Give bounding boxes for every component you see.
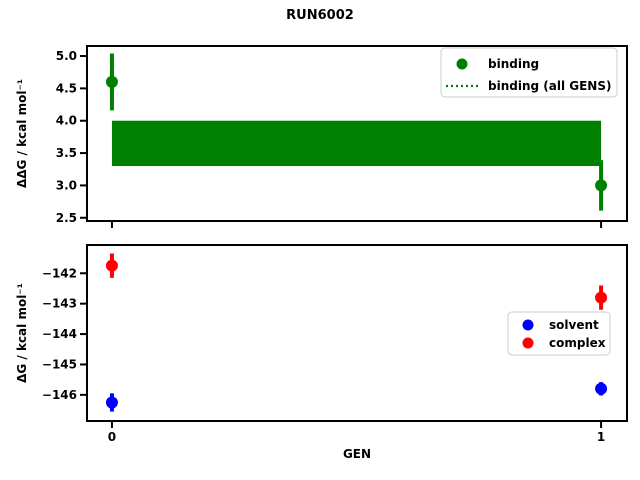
binding-marker [595, 179, 608, 192]
figure-title: RUN6002 [286, 8, 354, 23]
axes-frame [86, 244, 628, 422]
legend-marker-icon [522, 319, 534, 331]
y-tick-label: −143 [42, 297, 77, 311]
x-tick-label: 0 [108, 430, 116, 444]
y-tick-label: −146 [42, 388, 77, 402]
y-tick-label: 3.0 [56, 178, 77, 192]
legend-marker-icon [522, 337, 534, 349]
binding-marker [105, 75, 118, 88]
legend-label: binding [488, 57, 539, 71]
y-tick-label: 4.0 [56, 114, 77, 128]
legend-label: solvent [549, 318, 599, 332]
y-tick-label: −144 [42, 327, 77, 341]
legend-box [440, 47, 618, 98]
y-tick-label: −142 [42, 266, 77, 280]
complex-marker [105, 259, 118, 272]
solvent-marker [595, 382, 608, 395]
complex-marker [595, 291, 608, 304]
axes-frame [86, 45, 628, 222]
y-axis-label: ΔΔG / kcal mol⁻¹ [15, 79, 29, 188]
y-tick-label: 3.5 [56, 146, 77, 160]
y-tick-label: 5.0 [56, 49, 77, 63]
legend-marker-icon [456, 58, 468, 70]
y-tick-label: −145 [42, 357, 77, 371]
legend-label: binding (all GENS) [488, 79, 611, 93]
uncertainty-band [111, 120, 602, 167]
legend-box [507, 311, 611, 356]
legend-label: complex [549, 336, 606, 350]
y-tick-label: 2.5 [56, 211, 77, 225]
x-tick-label: 1 [597, 430, 605, 444]
solvent-marker [105, 396, 118, 409]
y-axis-label: ΔG / kcal mol⁻¹ [15, 283, 29, 383]
y-tick-label: 4.5 [56, 81, 77, 95]
x-axis-label: GEN [343, 447, 371, 461]
